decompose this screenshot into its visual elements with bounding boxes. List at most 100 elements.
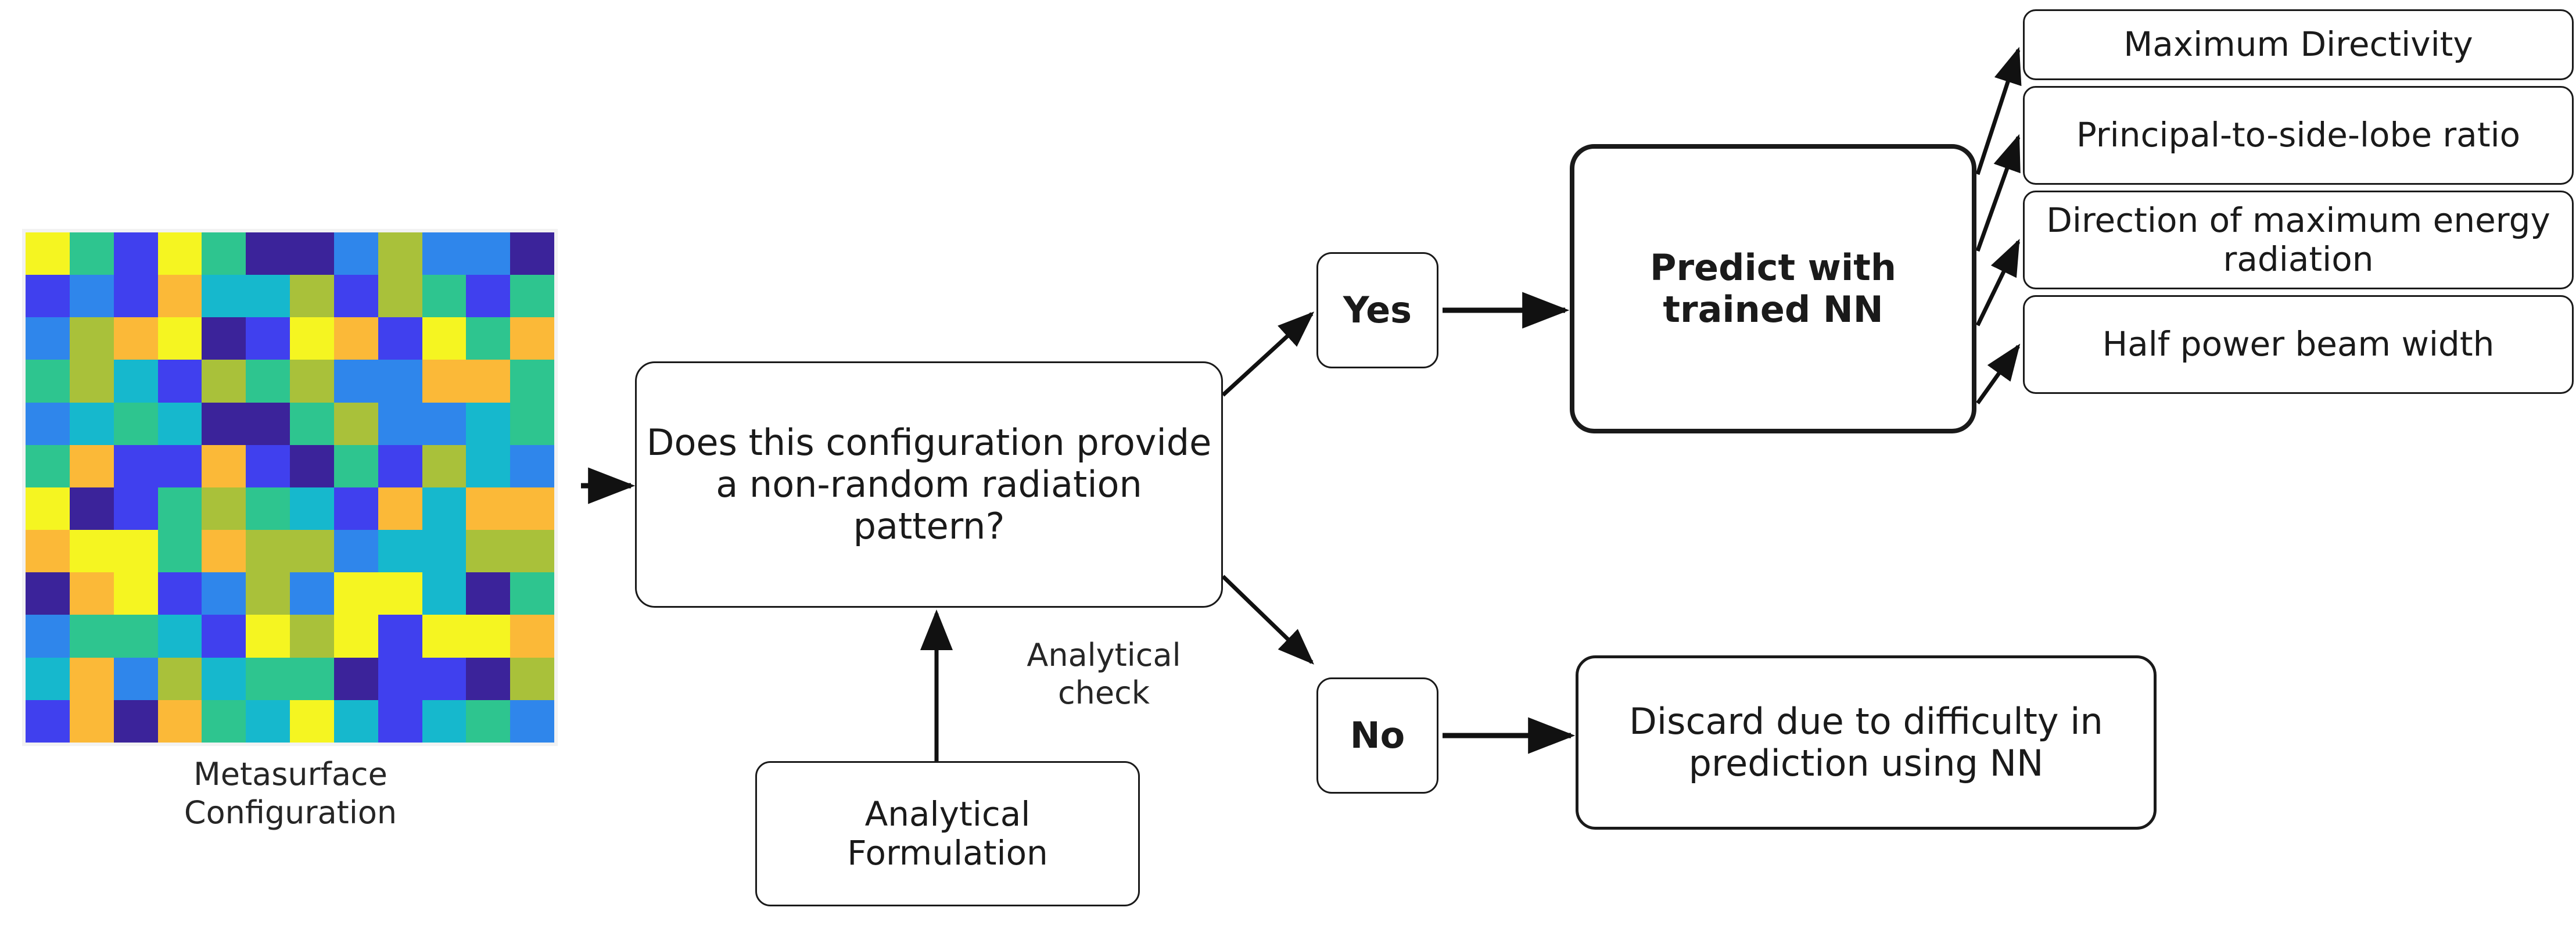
edge-predict-to-output-2: [1975, 238, 2021, 327]
metasurface-cell: [157, 275, 202, 318]
metasurface-cell: [510, 360, 554, 403]
metasurface-cell: [333, 700, 378, 743]
metasurface-cell: [26, 275, 70, 318]
metasurface-cell: [510, 487, 554, 530]
metasurface-cell: [466, 487, 511, 530]
metasurface-cell: [378, 487, 422, 530]
metasurface-cell: [157, 444, 202, 487]
output-node-maximum-directivity[interactable]: Maximum Directivity: [2023, 9, 2574, 80]
metasurface-cell: [202, 444, 246, 487]
decision-node-radiation-pattern[interactable]: Does this configuration provide a non-ra…: [635, 361, 1223, 608]
metasurface-image: [22, 229, 558, 746]
metasurface-cell: [246, 275, 290, 318]
metasurface-cell: [113, 487, 158, 530]
metasurface-cell: [26, 657, 70, 700]
metasurface-cell: [69, 530, 114, 573]
metasurface-cell: [378, 530, 422, 573]
metasurface-cell: [422, 402, 467, 445]
metasurface-cell: [157, 402, 202, 445]
analytical-formulation-node[interactable]: Analytical Formulation: [755, 761, 1140, 906]
metasurface-cell: [510, 317, 554, 360]
metasurface-cell: [202, 487, 246, 530]
metasurface-cell: [113, 615, 158, 658]
metasurface-cell: [26, 317, 70, 360]
metasurface-cell: [113, 232, 158, 275]
metasurface-cell: [113, 317, 158, 360]
metasurface-cell: [290, 657, 334, 700]
metasurface-cell: [466, 232, 511, 275]
metasurface-cell: [290, 700, 334, 743]
metasurface-cell: [69, 317, 114, 360]
metasurface-cell: [466, 700, 511, 743]
metasurface-cell: [378, 615, 422, 658]
metasurface-cell: [290, 317, 334, 360]
metasurface-cell: [202, 572, 246, 615]
metasurface-cell: [378, 275, 422, 318]
output-node-half-power-beam-width[interactable]: Half power beam width: [2023, 295, 2574, 394]
metasurface-cell: [246, 615, 290, 658]
metasurface-cell: [510, 444, 554, 487]
metasurface-cell: [69, 615, 114, 658]
metasurface-cell: [378, 444, 422, 487]
metasurface-cell: [510, 572, 554, 615]
yes-branch-node[interactable]: Yes: [1316, 252, 1438, 368]
metasurface-cell: [69, 487, 114, 530]
metasurface-cell: [378, 572, 422, 615]
metasurface-cell: [510, 402, 554, 445]
no-branch-node[interactable]: No: [1316, 677, 1438, 794]
metasurface-cell: [157, 572, 202, 615]
predict-with-trained-nn-node[interactable]: Predict with trained NN: [1570, 144, 1976, 433]
metasurface-cell: [466, 657, 511, 700]
metasurface-cell: [157, 530, 202, 573]
metasurface-caption-line1: Metasurface: [193, 756, 388, 792]
metasurface-cell: [510, 615, 554, 658]
metasurface-cell: [246, 657, 290, 700]
edge-predict-to-output-3: [1976, 343, 2021, 405]
metasurface-cell: [510, 700, 554, 743]
metasurface-cell: [246, 317, 290, 360]
metasurface-cell: [466, 275, 511, 318]
metasurface-cell: [333, 360, 378, 403]
metasurface-cell: [466, 402, 511, 445]
output-node-direction-of-maximum-energy-radiation[interactable]: Direction of maximum energy radiation: [2023, 191, 2574, 289]
metasurface-cell: [26, 402, 70, 445]
metasurface-cell: [422, 232, 467, 275]
analytical-check-edge-label: Analytical check: [1027, 637, 1181, 711]
metasurface-cell: [290, 275, 334, 318]
metasurface-cell: [466, 572, 511, 615]
metasurface-cell: [69, 275, 114, 318]
metasurface-cell: [157, 657, 202, 700]
metasurface-cell: [466, 615, 511, 658]
metasurface-cell: [202, 402, 246, 445]
metasurface-cell: [422, 700, 467, 743]
metasurface-cell: [290, 530, 334, 573]
metasurface-cell: [466, 360, 511, 403]
metasurface-cell: [157, 615, 202, 658]
metasurface-cell: [69, 444, 114, 487]
metasurface-cell: [202, 700, 246, 743]
metasurface-cell: [69, 572, 114, 615]
metasurface-cell: [26, 700, 70, 743]
metasurface-caption: Metasurface Configuration: [0, 755, 581, 832]
metasurface-cell: [378, 232, 422, 275]
metasurface-cell: [69, 657, 114, 700]
metasurface-cell: [69, 402, 114, 445]
metasurface-cell: [510, 530, 554, 573]
metasurface-cell: [422, 317, 467, 360]
metasurface-cell: [246, 444, 290, 487]
metasurface-cell: [202, 317, 246, 360]
metasurface-cell: [333, 487, 378, 530]
metasurface-cell: [290, 360, 334, 403]
metasurface-cell: [422, 530, 467, 573]
metasurface-cell: [378, 657, 422, 700]
metasurface-cell: [466, 530, 511, 573]
edge-predict-to-output-0: [1975, 46, 2022, 175]
output-node-principal-to-side-lobe-ratio[interactable]: Principal-to-side-lobe ratio: [2023, 86, 2574, 185]
metasurface-cell: [422, 615, 467, 658]
metasurface-cell: [26, 444, 70, 487]
metasurface-cell: [202, 615, 246, 658]
discard-node[interactable]: Discard due to difficulty in prediction …: [1576, 655, 2157, 830]
metasurface-cell: [378, 402, 422, 445]
metasurface-cell: [113, 530, 158, 573]
